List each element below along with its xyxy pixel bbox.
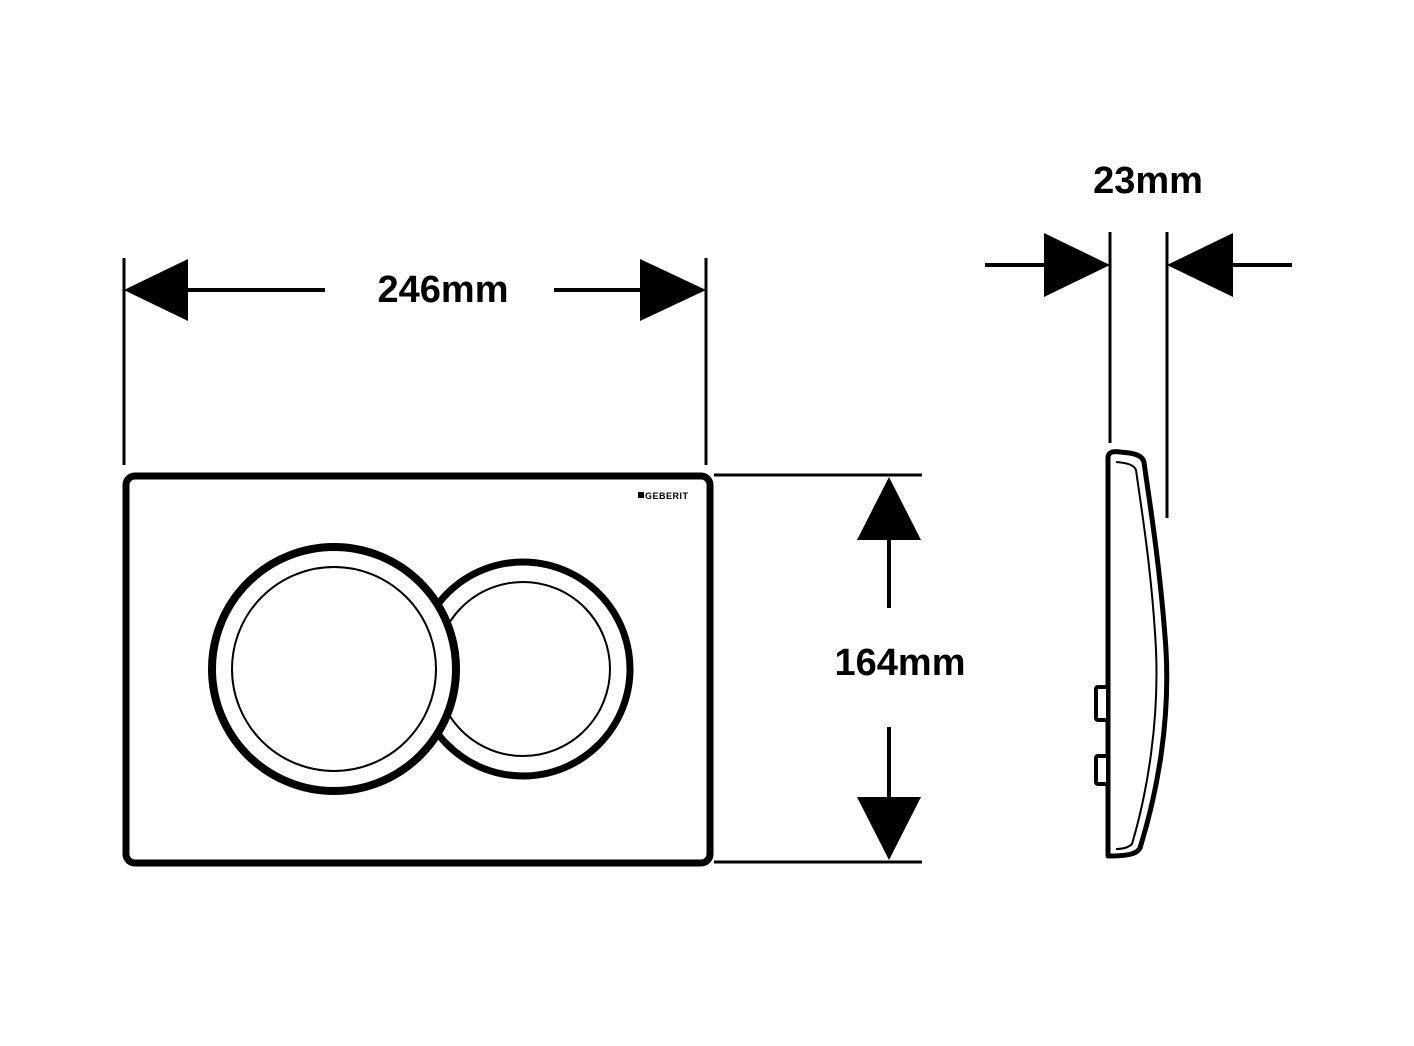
small-flush-button-face: [435, 581, 611, 757]
brand-logo-square-icon: [638, 492, 644, 498]
height-dimension: 164mm: [714, 473, 966, 864]
depth-arrowhead-right-icon: [1167, 233, 1233, 297]
width-arrowhead-left-icon: [124, 259, 188, 321]
mounting-clip-lower: [1094, 754, 1110, 786]
width-arrowhead-right-icon: [640, 259, 706, 321]
front-view: GEBERIT: [122, 472, 714, 867]
height-label: 164mm: [835, 642, 966, 684]
width-label: 246mm: [378, 269, 509, 311]
depth-label: 23mm: [1093, 160, 1203, 202]
width-dimension: 246mm: [122, 258, 708, 465]
brand-logo-text: GEBERIT: [645, 491, 689, 501]
brand-logo: GEBERIT: [638, 491, 689, 501]
full-flush-button: [208, 543, 460, 795]
side-profile-inner: [1115, 461, 1158, 850]
height-arrowhead-bottom-icon: [857, 797, 921, 860]
small-flush-button: [412, 558, 634, 780]
depth-arrowhead-left-icon: [1044, 233, 1110, 297]
full-flush-button-face: [231, 566, 437, 772]
mounting-clip-upper: [1094, 685, 1110, 722]
side-profile-outer: [1105, 449, 1170, 859]
depth-dimension: 23mm: [985, 160, 1292, 518]
side-view: [1094, 449, 1170, 859]
height-arrowhead-top-icon: [857, 477, 921, 540]
